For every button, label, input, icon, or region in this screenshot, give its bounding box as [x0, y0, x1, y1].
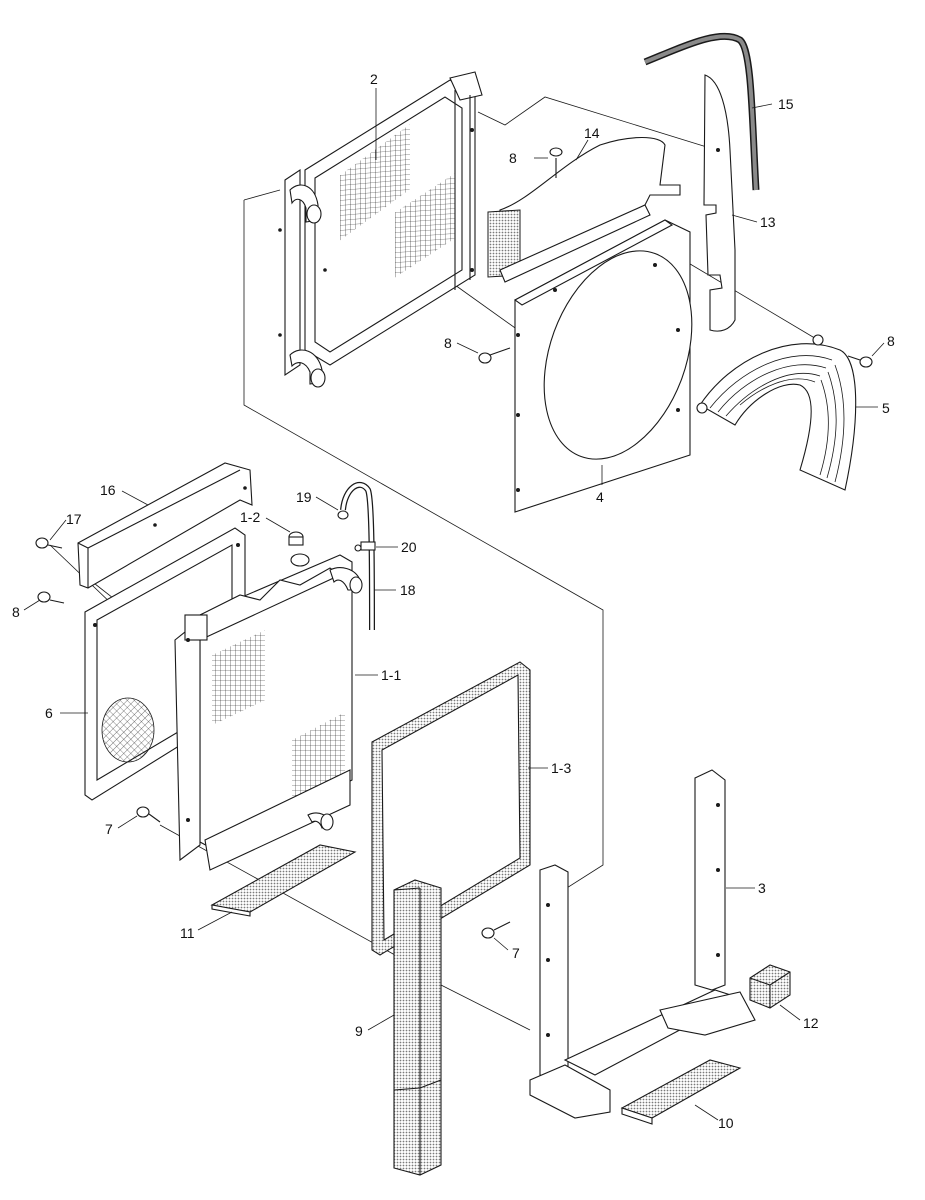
bolt-8-top [549, 147, 563, 178]
part-labels: 2 15 14 8 13 8 8 5 4 16 19 1-2 17 20 18 … [12, 71, 895, 1131]
label-17: 17 [66, 511, 82, 527]
label-19: 19 [296, 489, 312, 505]
label-3: 3 [758, 880, 766, 896]
label-18: 18 [400, 582, 416, 598]
fan-guard-5 [696, 334, 857, 491]
label-4: 4 [596, 489, 604, 505]
bolt-8-right [847, 355, 873, 368]
label-10: 10 [718, 1115, 734, 1131]
pad-10 [620, 1059, 742, 1125]
label-7-right: 7 [512, 945, 520, 961]
label-8-right: 8 [887, 333, 895, 349]
label-14: 14 [584, 125, 600, 141]
hose-15 [643, 32, 760, 191]
label-20: 20 [401, 539, 417, 555]
block-12 [749, 964, 791, 1009]
radiator-1-1 [174, 553, 363, 871]
label-8-top: 8 [509, 150, 517, 166]
bracket-16 [77, 462, 253, 589]
bolt-8-mid [478, 347, 511, 364]
fan-shroud-4 [513, 219, 693, 513]
label-1-1: 1-1 [381, 667, 401, 683]
label-8-mid: 8 [444, 335, 452, 351]
label-15: 15 [778, 96, 794, 112]
frame-stand-3 [529, 769, 756, 1119]
label-7-left: 7 [105, 821, 113, 837]
label-5: 5 [882, 400, 890, 416]
bolt-7-right [481, 921, 511, 939]
bolt-17 [35, 537, 63, 549]
leader-lines [23, 88, 885, 1121]
seal-strip-9 [393, 879, 442, 1176]
label-16: 16 [100, 482, 116, 498]
baffle-plate-14 [487, 137, 681, 283]
side-screen-6 [84, 527, 246, 801]
overflow-hose-18 [337, 481, 376, 631]
label-1-3: 1-3 [551, 760, 571, 776]
label-13: 13 [760, 214, 776, 230]
bolt-8-left [37, 591, 65, 604]
label-6: 6 [45, 705, 53, 721]
label-12: 12 [803, 1015, 819, 1031]
cap-1-2 [288, 531, 304, 546]
label-9: 9 [355, 1023, 363, 1039]
label-11: 11 [180, 925, 195, 941]
pad-11 [210, 844, 357, 917]
seal-plate-13 [703, 74, 736, 332]
cooler-core-upper [278, 71, 483, 388]
label-2: 2 [370, 71, 378, 87]
label-1-2: 1-2 [240, 509, 260, 525]
label-8-left: 8 [12, 604, 20, 620]
bolt-7-left [136, 806, 161, 823]
